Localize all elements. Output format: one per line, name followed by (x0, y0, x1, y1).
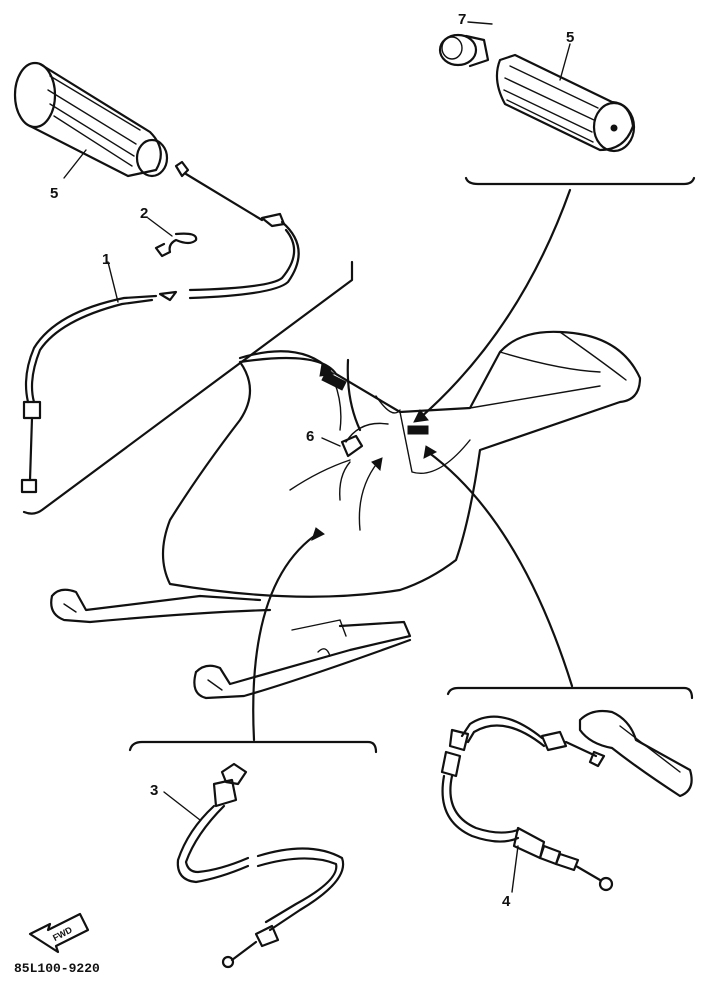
cable-part-3[interactable] (176, 762, 345, 969)
cable-4-group (440, 686, 694, 893)
arrow-right-grip (418, 188, 572, 420)
arrow-left-grip (238, 350, 332, 372)
callout-1: 1 (102, 251, 110, 268)
left-grip-part-5[interactable] (13, 61, 169, 178)
cable-part-4[interactable] (440, 715, 614, 892)
left-grip-bracket (22, 260, 354, 515)
arrow-switch-a (289, 459, 351, 491)
callout-7: 7 (458, 11, 466, 28)
arrow-cable-4 (426, 450, 574, 688)
callout-2: 2 (140, 205, 148, 222)
arrow-switch-c (358, 461, 379, 531)
cable-3-bracket (128, 740, 378, 754)
callout-5-left: 5 (50, 185, 58, 202)
left-handlebar-mark (321, 371, 347, 391)
brake-lever[interactable] (578, 709, 693, 798)
leader-5-left (63, 149, 87, 179)
leader-5-right (559, 43, 571, 81)
left-grip-group (13, 61, 354, 515)
arrow-cable-3 (252, 530, 322, 742)
handlebar-area (321, 358, 429, 458)
leader-2 (147, 217, 173, 237)
cable-4-bracket (446, 686, 694, 700)
callout-6: 6 (306, 428, 314, 445)
arrow-switch-b (339, 461, 351, 501)
leader-4 (511, 845, 519, 893)
cable-3-group (128, 740, 378, 969)
callout-3: 3 (150, 782, 158, 799)
throttle-cable-part-1[interactable] (20, 290, 178, 494)
leader-6 (321, 437, 341, 447)
ring-part-7[interactable] (438, 33, 490, 68)
right-handlebar-mark (407, 425, 429, 435)
callout-4: 4 (502, 893, 511, 910)
leader-1 (107, 261, 119, 303)
clip-part-2[interactable] (154, 232, 198, 258)
leader-3 (163, 791, 201, 821)
callout-5-right: 5 (566, 29, 574, 46)
right-grip-part-5[interactable] (495, 53, 636, 153)
harness-line (346, 358, 362, 432)
throttle-cable-upper[interactable] (174, 160, 300, 300)
fwd-arrow: FWD (28, 912, 90, 954)
pointer-arrows (238, 188, 574, 742)
leader-7 (467, 21, 493, 25)
right-grip-bracket (464, 176, 696, 186)
drawing-code: 85L100-9220 (14, 961, 100, 976)
switch-part-6[interactable] (340, 422, 389, 458)
right-grip-group (438, 21, 696, 186)
snowmobile-outline (50, 330, 642, 700)
